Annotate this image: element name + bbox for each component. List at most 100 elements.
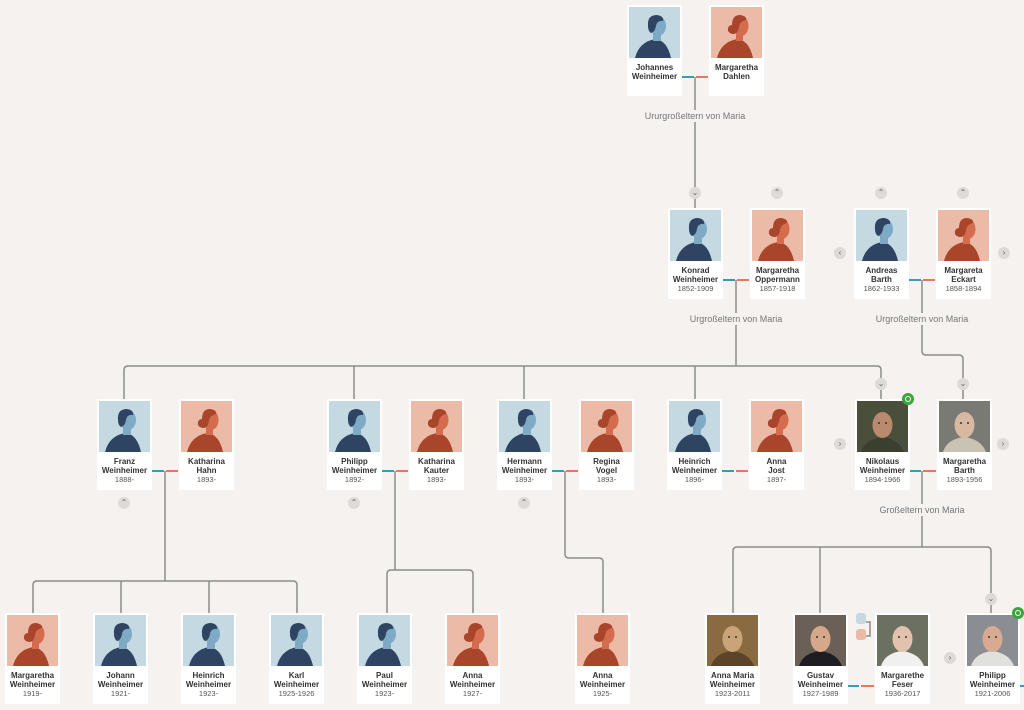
person-dates: 1923-2011 xyxy=(714,689,751,698)
expand-up-chevron-icon[interactable]: ⌃ xyxy=(118,497,130,509)
person-card[interactable]: Gustav Weinheimer 1927-1989 xyxy=(793,613,848,704)
person-dates: 1893- xyxy=(596,475,617,484)
person-card[interactable]: Paul Weinheimer 1923- xyxy=(357,613,412,704)
person-card[interactable]: Anna Jost 1897- xyxy=(749,399,804,490)
expand-up-chevron-icon[interactable]: ⌃ xyxy=(957,187,969,199)
male-avatar-icon xyxy=(499,401,550,452)
person-first-name: Katharina xyxy=(418,457,455,466)
female-avatar-icon xyxy=(577,615,628,666)
expand-up-chevron-icon[interactable]: ⌃ xyxy=(771,187,783,199)
person-last-name: Weinheimer xyxy=(501,466,548,475)
person-card[interactable]: Margaretha Barth 1893-1956 xyxy=(937,399,992,490)
chevron-right-icon[interactable]: › xyxy=(944,652,956,664)
generation-label: Großeltern von Maria xyxy=(877,504,967,516)
person-card[interactable]: Franz Weinheimer 1888- xyxy=(97,399,152,490)
person-last-name: Hahn xyxy=(196,466,217,475)
person-card[interactable]: Johannes Weinheimer xyxy=(627,5,682,96)
person-card[interactable]: Katharina Kauter 1893- xyxy=(409,399,464,490)
person-last-name: Kauter xyxy=(423,466,450,475)
person-card[interactable]: Philipp Weinheimer 1921-2006 xyxy=(965,613,1020,704)
generation-label: Ururgroßeltern von Maria xyxy=(642,110,748,122)
person-dates: 1936-2017 xyxy=(884,689,921,698)
person-card[interactable]: Nikolaus Weinheimer 1894-1966 xyxy=(855,399,910,490)
person-dates: 1925- xyxy=(592,689,613,698)
expand-down-chevron-icon[interactable]: ⌄ xyxy=(957,378,969,390)
generation-label: Urgroßeltern von Maria xyxy=(687,313,785,325)
person-dates: 1923- xyxy=(198,689,219,698)
female-partner-switch-icon[interactable] xyxy=(856,629,866,640)
person-card[interactable]: Heinrich Weinheimer 1896- xyxy=(667,399,722,490)
person-card[interactable]: Philipp Weinheimer 1892- xyxy=(327,399,382,490)
person-card[interactable]: Katharina Hahn 1893- xyxy=(179,399,234,490)
person-dates: 1894-1966 xyxy=(864,475,901,484)
person-first-name: Andreas xyxy=(865,266,898,275)
person-first-name: Gustav xyxy=(806,671,835,680)
person-dates: 1896- xyxy=(684,475,705,484)
person-card[interactable]: Margaretha Oppermann 1857-1918 xyxy=(750,208,805,299)
person-dates: 1923- xyxy=(374,689,395,698)
person-first-name: Hermann xyxy=(507,457,542,466)
person-card[interactable]: Andreas Barth 1862-1933 xyxy=(854,208,909,299)
person-last-name: Weinheimer xyxy=(672,275,719,284)
person-card[interactable]: Margareta Eckart 1858-1894 xyxy=(936,208,991,299)
person-dates: 1862-1933 xyxy=(863,284,900,293)
person-last-name: Weinheimer xyxy=(101,466,148,475)
person-card[interactable]: Heinrich Weinheimer 1923- xyxy=(181,613,236,704)
male-partner-switch-icon[interactable] xyxy=(856,613,866,624)
chevron-right-icon[interactable]: › xyxy=(998,247,1010,259)
person-last-name: Weinheimer xyxy=(859,466,906,475)
female-avatar-icon xyxy=(447,615,498,666)
person-dates: 1858-1894 xyxy=(945,284,982,293)
person-card[interactable]: Margaretha Weinheimer 1919- xyxy=(5,613,60,704)
person-card[interactable]: Anna Weinheimer 1927- xyxy=(445,613,500,704)
chevron-left-icon[interactable]: ‹ xyxy=(834,247,846,259)
expand-down-chevron-icon[interactable]: ⌄ xyxy=(985,593,997,605)
expand-down-chevron-icon[interactable]: ⌄ xyxy=(875,378,887,390)
person-first-name: Philipp xyxy=(341,457,368,466)
person-photo xyxy=(857,401,908,452)
expand-up-chevron-icon[interactable]: ⌃ xyxy=(348,497,360,509)
person-first-name: Karl xyxy=(288,671,305,680)
female-avatar-icon xyxy=(938,210,989,261)
person-card[interactable]: Konrad Weinheimer 1852-1909 xyxy=(668,208,723,299)
female-avatar-icon xyxy=(711,7,762,58)
person-card[interactable]: Karl Weinheimer 1925-1926 xyxy=(269,613,324,704)
person-last-name: Weinheimer xyxy=(631,72,678,81)
person-card[interactable]: Johann Weinheimer 1921- xyxy=(93,613,148,704)
person-card[interactable]: Hermann Weinheimer 1893- xyxy=(497,399,552,490)
person-first-name: Anna Maria xyxy=(710,671,755,680)
male-avatar-icon xyxy=(669,401,720,452)
person-last-name: Weinheimer xyxy=(579,680,626,689)
photo-hint-badge-icon[interactable] xyxy=(1012,607,1024,619)
person-last-name: Weinheimer xyxy=(449,680,496,689)
person-card[interactable]: Anna Weinheimer 1925- xyxy=(575,613,630,704)
expand-up-chevron-icon[interactable]: ⌃ xyxy=(518,497,530,509)
person-card[interactable]: Anna Maria Weinheimer 1923-2011 xyxy=(705,613,760,704)
photo-hint-badge-icon[interactable] xyxy=(902,393,914,405)
female-avatar-icon xyxy=(7,615,58,666)
expand-down-chevron-icon[interactable]: ⌄ xyxy=(689,187,701,199)
person-first-name: Regina xyxy=(593,457,620,466)
person-last-name: Weinheimer xyxy=(97,680,144,689)
person-dates: 1892- xyxy=(344,475,365,484)
person-dates: 1927-1989 xyxy=(802,689,839,698)
person-last-name: Weinheimer xyxy=(331,466,378,475)
person-dates: 1857-1918 xyxy=(759,284,796,293)
person-card[interactable]: Regina Vogel 1893- xyxy=(579,399,634,490)
person-first-name: Johannes xyxy=(635,63,674,72)
chevron-right-icon[interactable]: › xyxy=(834,438,846,450)
person-first-name: Anna xyxy=(592,671,613,680)
chevron-right-icon[interactable]: › xyxy=(997,438,1009,450)
person-photo xyxy=(877,615,928,666)
person-last-name: Weinheimer xyxy=(361,680,408,689)
person-dates: 1921- xyxy=(110,689,131,698)
person-first-name: Konrad xyxy=(681,266,710,275)
person-last-name: Eckart xyxy=(951,275,976,284)
person-card[interactable]: Margaretha Dahlen xyxy=(709,5,764,96)
male-avatar-icon xyxy=(95,615,146,666)
person-last-name: Weinheimer xyxy=(185,680,232,689)
person-last-name: Weinheimer xyxy=(709,680,756,689)
female-avatar-icon xyxy=(751,401,802,452)
expand-up-chevron-icon[interactable]: ⌃ xyxy=(875,187,887,199)
person-card[interactable]: Margarethe Feser 1936-2017 xyxy=(875,613,930,704)
